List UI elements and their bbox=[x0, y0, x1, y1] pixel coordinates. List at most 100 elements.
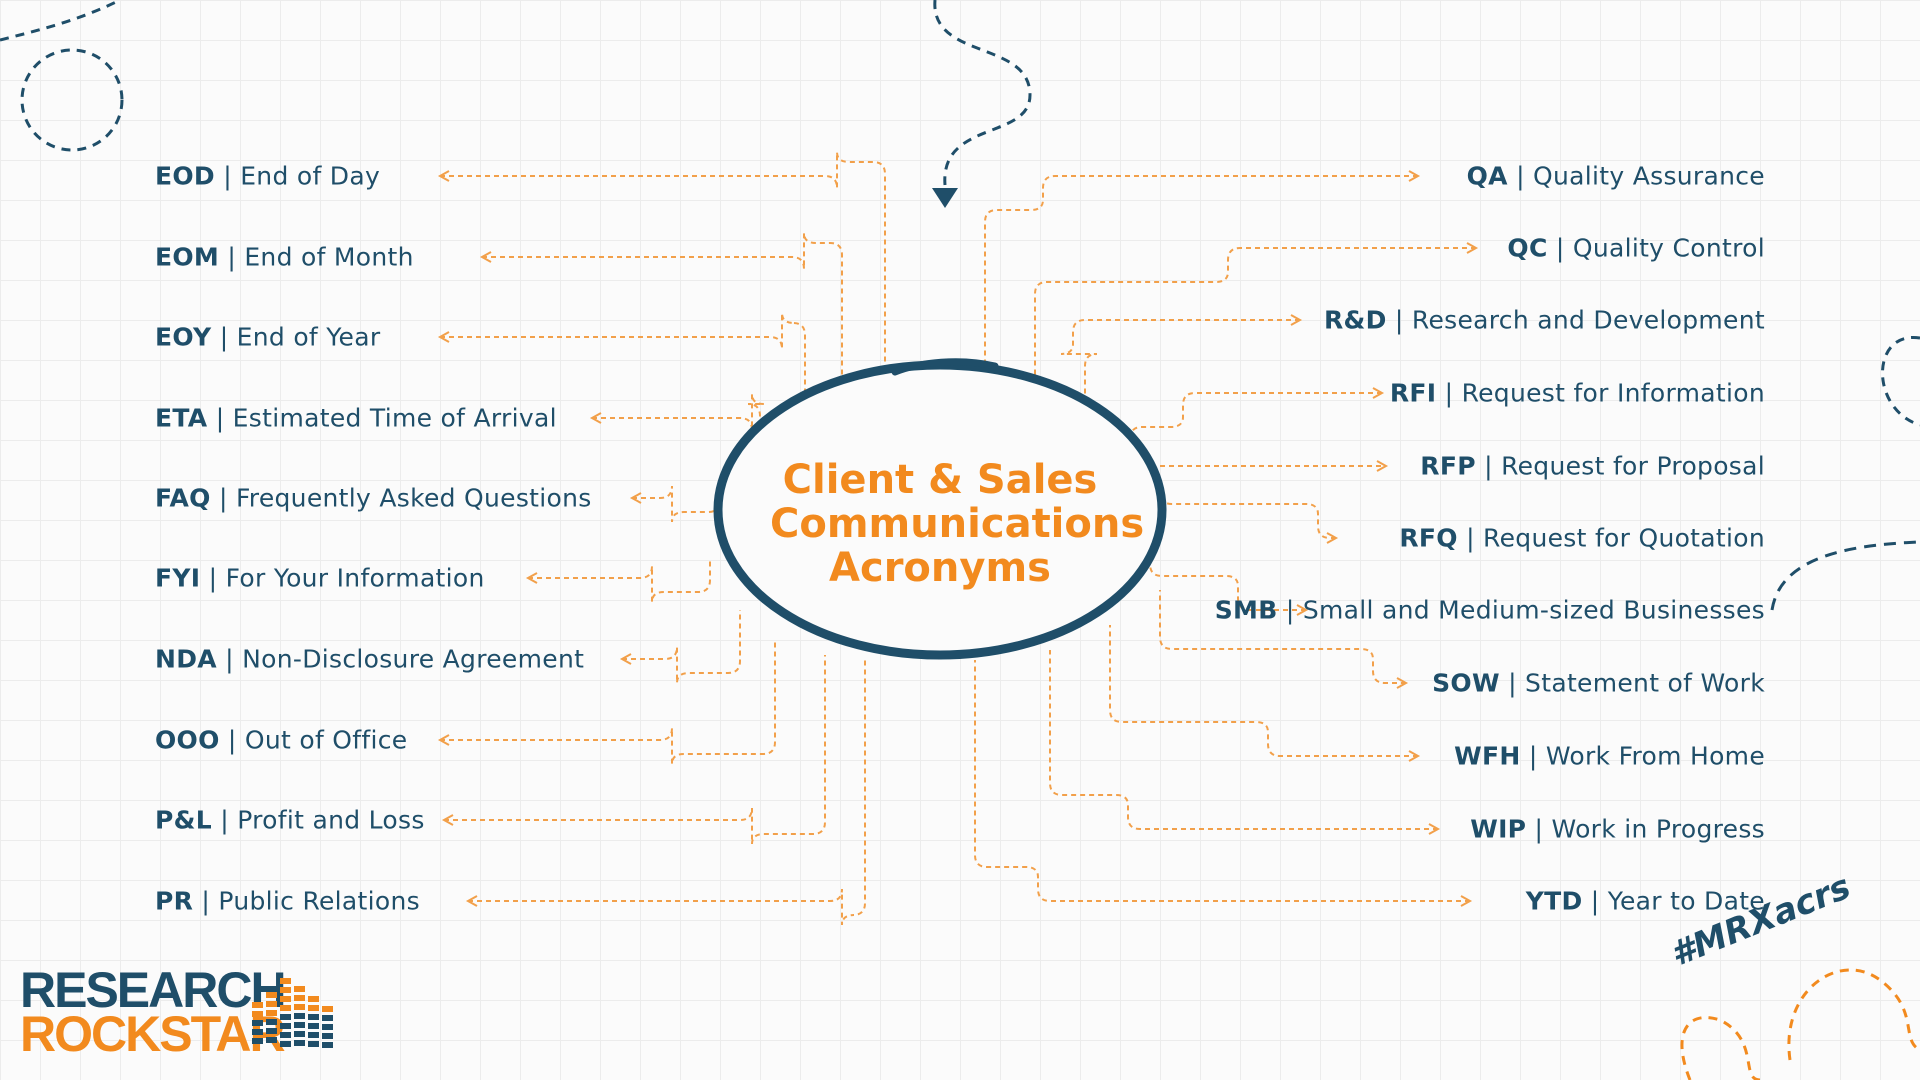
equalizer-icon bbox=[252, 978, 333, 1048]
acronym-abbr: WIP bbox=[1470, 814, 1527, 844]
equalizer-bar-segment bbox=[294, 1040, 305, 1046]
arrow-left-icon bbox=[589, 412, 602, 424]
equalizer-bar-segment bbox=[322, 1024, 333, 1030]
arrow-left-icon bbox=[629, 492, 642, 504]
equalizer-bar-segment bbox=[280, 1041, 291, 1047]
arrow-right-icon bbox=[1460, 895, 1473, 907]
equalizer-bar-segment bbox=[252, 1020, 263, 1026]
acronym-expansion: Request for Quotation bbox=[1483, 523, 1765, 553]
acronym-abbr: QA bbox=[1466, 161, 1508, 191]
acronym-separator: | bbox=[1547, 233, 1573, 263]
acronym-expansion: Out of Office bbox=[244, 725, 408, 755]
connector-line-right bbox=[1109, 625, 1418, 757]
acronym-separator: | bbox=[1386, 305, 1412, 335]
equalizer-bar-segment bbox=[266, 1010, 277, 1016]
acronym-separator: | bbox=[1475, 451, 1502, 481]
equalizer-bar-segment bbox=[280, 978, 291, 984]
connector-line-right bbox=[1129, 392, 1382, 440]
connector-line-right bbox=[1034, 247, 1476, 385]
connector-line-right bbox=[1049, 650, 1438, 830]
acronym-separator: | bbox=[1582, 886, 1608, 916]
acronym-expansion: Non-Disclosure Agreement bbox=[242, 644, 585, 674]
acronym-separator: | bbox=[219, 725, 245, 755]
equalizer-bar-segment bbox=[294, 1013, 305, 1019]
connector-line-right bbox=[1149, 553, 1306, 611]
acronym-abbr: RFQ bbox=[1399, 523, 1458, 553]
right-acronym-item: WFH | Work From Home bbox=[1454, 742, 1765, 771]
right-acronym-item: R&D | Research and Development bbox=[1324, 306, 1765, 335]
equalizer-bar-segment bbox=[308, 1023, 319, 1029]
arrow-left-icon bbox=[437, 331, 450, 343]
deco-dashed-curve bbox=[0, 0, 121, 42]
equalizer-bar-segment bbox=[266, 1001, 277, 1007]
acronym-expansion: Quality Assurance bbox=[1533, 161, 1765, 191]
connector-line-left bbox=[482, 232, 843, 380]
acronym-abbr: EOD bbox=[155, 161, 215, 191]
acronym-expansion: Year to Date bbox=[1607, 886, 1765, 916]
arrow-right-icon bbox=[1372, 387, 1385, 399]
acronym-separator: | bbox=[193, 886, 219, 916]
acronym-separator: | bbox=[1520, 741, 1546, 771]
arrow-left-icon bbox=[619, 653, 632, 665]
equalizer-bar-segment bbox=[294, 986, 305, 992]
acronym-separator: | bbox=[1526, 814, 1552, 844]
left-acronym-item: EOM | End of Month bbox=[155, 243, 414, 272]
acronym-expansion: Research and Development bbox=[1411, 305, 1765, 335]
equalizer-bar-segment bbox=[308, 1005, 319, 1011]
left-acronym-item: PR | Public Relations bbox=[155, 887, 420, 916]
acronym-abbr: YTD bbox=[1525, 886, 1583, 916]
acronym-abbr: FAQ bbox=[155, 483, 211, 513]
left-acronym-item: NDA | Non-Disclosure Agreement bbox=[155, 645, 584, 674]
acronym-abbr: RFP bbox=[1420, 451, 1476, 481]
deco-orange-doodle bbox=[1680, 968, 1920, 1080]
title-line-2: Communications bbox=[770, 501, 1145, 547]
acronym-expansion: Statement of Work bbox=[1525, 668, 1765, 698]
deco-dashed-line bbox=[1770, 540, 1920, 611]
equalizer-bar-segment bbox=[322, 1006, 333, 1012]
right-acronym-item: QA | Quality Assurance bbox=[1467, 162, 1765, 191]
acronym-expansion: End of Year bbox=[236, 322, 381, 352]
acronym-expansion: Work From Home bbox=[1545, 741, 1765, 771]
acronym-abbr: EOY bbox=[155, 322, 212, 352]
acronym-separator: | bbox=[1457, 523, 1484, 553]
equalizer-bar-segment bbox=[252, 1011, 263, 1017]
left-acronym-item: P&L | Profit and Loss bbox=[155, 806, 425, 835]
arrow-right-icon bbox=[1408, 170, 1421, 182]
acronym-expansion: End of Day bbox=[240, 161, 381, 191]
equalizer-bar-segment bbox=[266, 992, 277, 998]
title-line-3: Acronyms bbox=[829, 545, 1051, 591]
acronym-abbr: EOM bbox=[155, 242, 220, 272]
equalizer-bar-segment bbox=[322, 1033, 333, 1039]
connector-line-left bbox=[592, 393, 765, 431]
arrow-left-icon bbox=[437, 734, 450, 746]
acronym-separator: | bbox=[1436, 378, 1462, 408]
acronym-abbr: QC bbox=[1507, 233, 1548, 263]
equalizer-bar-segment bbox=[280, 1023, 291, 1029]
equalizer-bar-segment bbox=[252, 1029, 263, 1035]
left-acronym-item: EOY | End of Year bbox=[155, 323, 380, 352]
arrow-left-icon bbox=[525, 572, 538, 584]
equalizer-bar-segment bbox=[308, 1014, 319, 1020]
logo-line-1: RESEARCH bbox=[20, 962, 287, 1018]
acronym-separator: | bbox=[1277, 595, 1303, 625]
acronym-expansion: End of Month bbox=[244, 242, 414, 272]
deco-dashed-arrow-path bbox=[933, 0, 1032, 186]
acronym-abbr: RFI bbox=[1389, 378, 1437, 408]
connector-line-left bbox=[622, 610, 741, 684]
left-acronym-item: EOD | End of Day bbox=[155, 162, 380, 191]
acronym-abbr: WFH bbox=[1454, 741, 1521, 771]
connector-line-left bbox=[528, 560, 711, 603]
equalizer-bar-segment bbox=[266, 1019, 277, 1025]
title-line-1: Client & Sales bbox=[782, 457, 1098, 503]
right-acronym-item: YTD | Year to Date bbox=[1526, 887, 1765, 916]
equalizer-bar-segment bbox=[308, 1032, 319, 1038]
acronym-expansion: Quality Control bbox=[1572, 233, 1765, 263]
arrow-left-icon bbox=[437, 170, 450, 182]
diagram-title: Client & Sales Communications Acronyms bbox=[770, 457, 1145, 591]
equalizer-bar-segment bbox=[308, 996, 319, 1002]
acronym-abbr: ETA bbox=[155, 403, 208, 433]
acronym-expansion: Request for Information bbox=[1461, 378, 1765, 408]
equalizer-bar-segment bbox=[294, 1031, 305, 1037]
